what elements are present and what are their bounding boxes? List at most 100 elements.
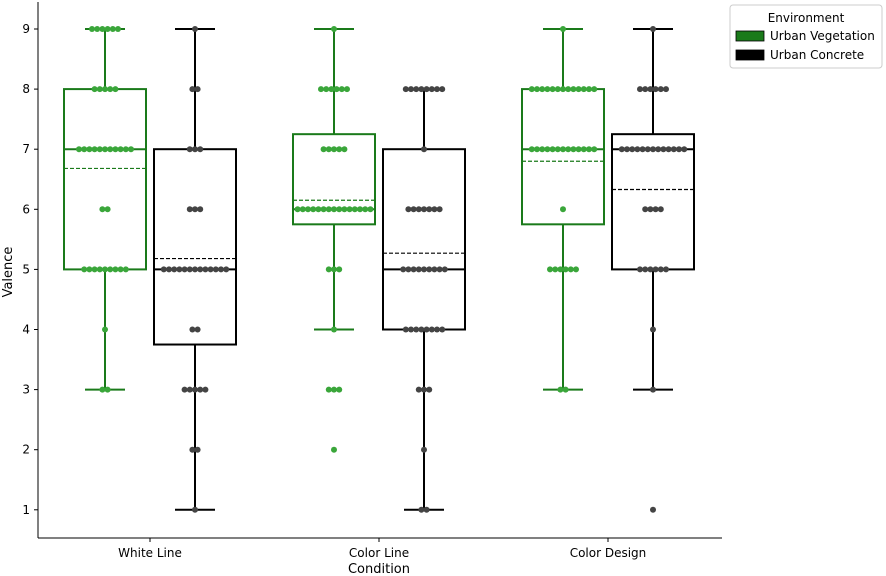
legend-frame — [729, 4, 883, 69]
legend: Environment Urban Vegetation Urban Concr… — [729, 4, 883, 69]
data-point — [647, 86, 654, 93]
data-point — [650, 146, 656, 153]
data-point — [362, 206, 369, 213]
data-point — [181, 266, 188, 273]
data-point — [192, 146, 198, 153]
data-point — [570, 86, 577, 93]
data-point — [400, 266, 407, 273]
data-point — [441, 266, 448, 273]
points-urban-concrete-color-line — [400, 86, 448, 513]
data-point — [421, 206, 427, 213]
data-point — [186, 386, 193, 393]
data-point — [194, 446, 201, 453]
data-point — [112, 266, 119, 273]
data-point — [421, 146, 427, 153]
data-point — [562, 266, 569, 273]
box-iqr — [521, 88, 605, 226]
data-point — [421, 386, 427, 393]
box-iqr — [153, 148, 237, 346]
data-point — [104, 386, 111, 393]
data-point — [421, 266, 427, 273]
data-point — [644, 146, 651, 153]
data-point — [431, 206, 438, 213]
data-point — [299, 206, 306, 213]
data-point — [415, 386, 422, 393]
points-urban-vegetation-color-line — [294, 26, 374, 453]
data-point — [367, 206, 374, 213]
data-point — [650, 326, 656, 333]
data-point — [194, 86, 201, 93]
points-urban-vegetation-color-design — [528, 26, 598, 393]
data-point — [331, 206, 337, 213]
data-point — [434, 326, 440, 333]
data-point — [591, 86, 598, 93]
data-point — [192, 266, 198, 273]
data-point — [325, 266, 332, 273]
data-point — [91, 266, 98, 273]
y-tick-label: 7 — [22, 142, 30, 156]
data-point — [560, 86, 566, 93]
legend-swatch-urban-concrete — [735, 49, 765, 61]
data-point — [112, 146, 119, 153]
data-point — [336, 266, 343, 273]
data-point — [647, 266, 654, 273]
data-point — [202, 386, 209, 393]
data-point — [591, 146, 598, 153]
data-point — [439, 86, 446, 93]
data-point — [96, 86, 103, 93]
data-point — [426, 206, 433, 213]
data-point — [344, 86, 350, 93]
data-point — [681, 146, 688, 153]
data-point — [186, 146, 193, 153]
data-point — [580, 146, 587, 153]
data-point — [331, 326, 337, 333]
data-point — [634, 146, 641, 153]
points-urban-concrete-white-line — [160, 26, 230, 513]
data-point — [405, 266, 412, 273]
data-point — [171, 266, 178, 273]
box-urban-concrete-color-line — [382, 88, 466, 511]
data-point — [331, 446, 337, 453]
data-point — [544, 86, 551, 93]
x-tick-label-white-line: White Line — [118, 546, 182, 560]
y-tick-label: 8 — [22, 82, 30, 96]
y-tick-label: 3 — [22, 383, 30, 397]
points-urban-vegetation-white-line — [76, 26, 134, 393]
data-point — [408, 86, 414, 93]
legend-label-urban-concrete: Urban Concrete — [770, 48, 864, 62]
x-tick-label-color-line: Color Line — [349, 546, 409, 560]
data-point — [565, 86, 572, 93]
data-point — [107, 266, 114, 273]
data-point — [102, 146, 108, 153]
data-point — [320, 146, 327, 153]
data-point — [436, 266, 443, 273]
data-point — [665, 146, 672, 153]
data-point — [618, 146, 625, 153]
data-point — [408, 326, 414, 333]
data-point — [189, 326, 196, 333]
data-point — [218, 266, 224, 273]
data-point — [629, 146, 636, 153]
data-point — [655, 146, 662, 153]
data-point — [189, 86, 196, 93]
data-point — [663, 266, 669, 273]
data-point — [663, 86, 669, 93]
data-point — [580, 86, 587, 93]
data-point — [528, 86, 535, 93]
data-point — [557, 386, 564, 393]
data-point — [575, 146, 582, 153]
data-point — [99, 206, 106, 213]
data-point — [122, 266, 129, 273]
data-point — [642, 206, 649, 213]
data-point — [102, 266, 108, 273]
data-point — [351, 206, 358, 213]
box-urban-vegetation-color-line — [292, 28, 376, 331]
points-urban-concrete-color-design — [618, 26, 688, 513]
data-point — [557, 266, 564, 273]
data-point — [331, 266, 337, 273]
data-point — [104, 206, 111, 213]
data-point — [192, 206, 198, 213]
data-point — [562, 386, 569, 393]
data-point — [328, 86, 335, 93]
data-point — [567, 266, 574, 273]
